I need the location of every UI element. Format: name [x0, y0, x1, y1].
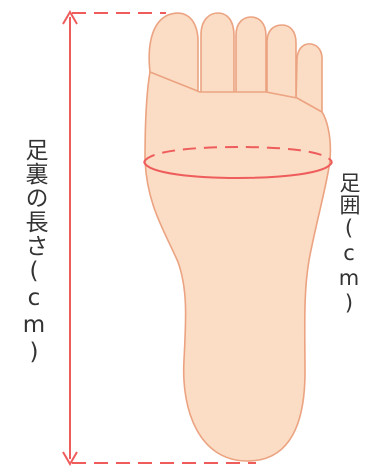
foot-length-label: 足裏の長さ(cm) — [22, 138, 45, 366]
foot-sole — [145, 72, 330, 461]
third-toe — [236, 17, 266, 95]
foot-girth-label: 足囲(cm) — [338, 172, 359, 316]
fourth-toe — [267, 25, 296, 100]
second-toe — [201, 13, 234, 95]
